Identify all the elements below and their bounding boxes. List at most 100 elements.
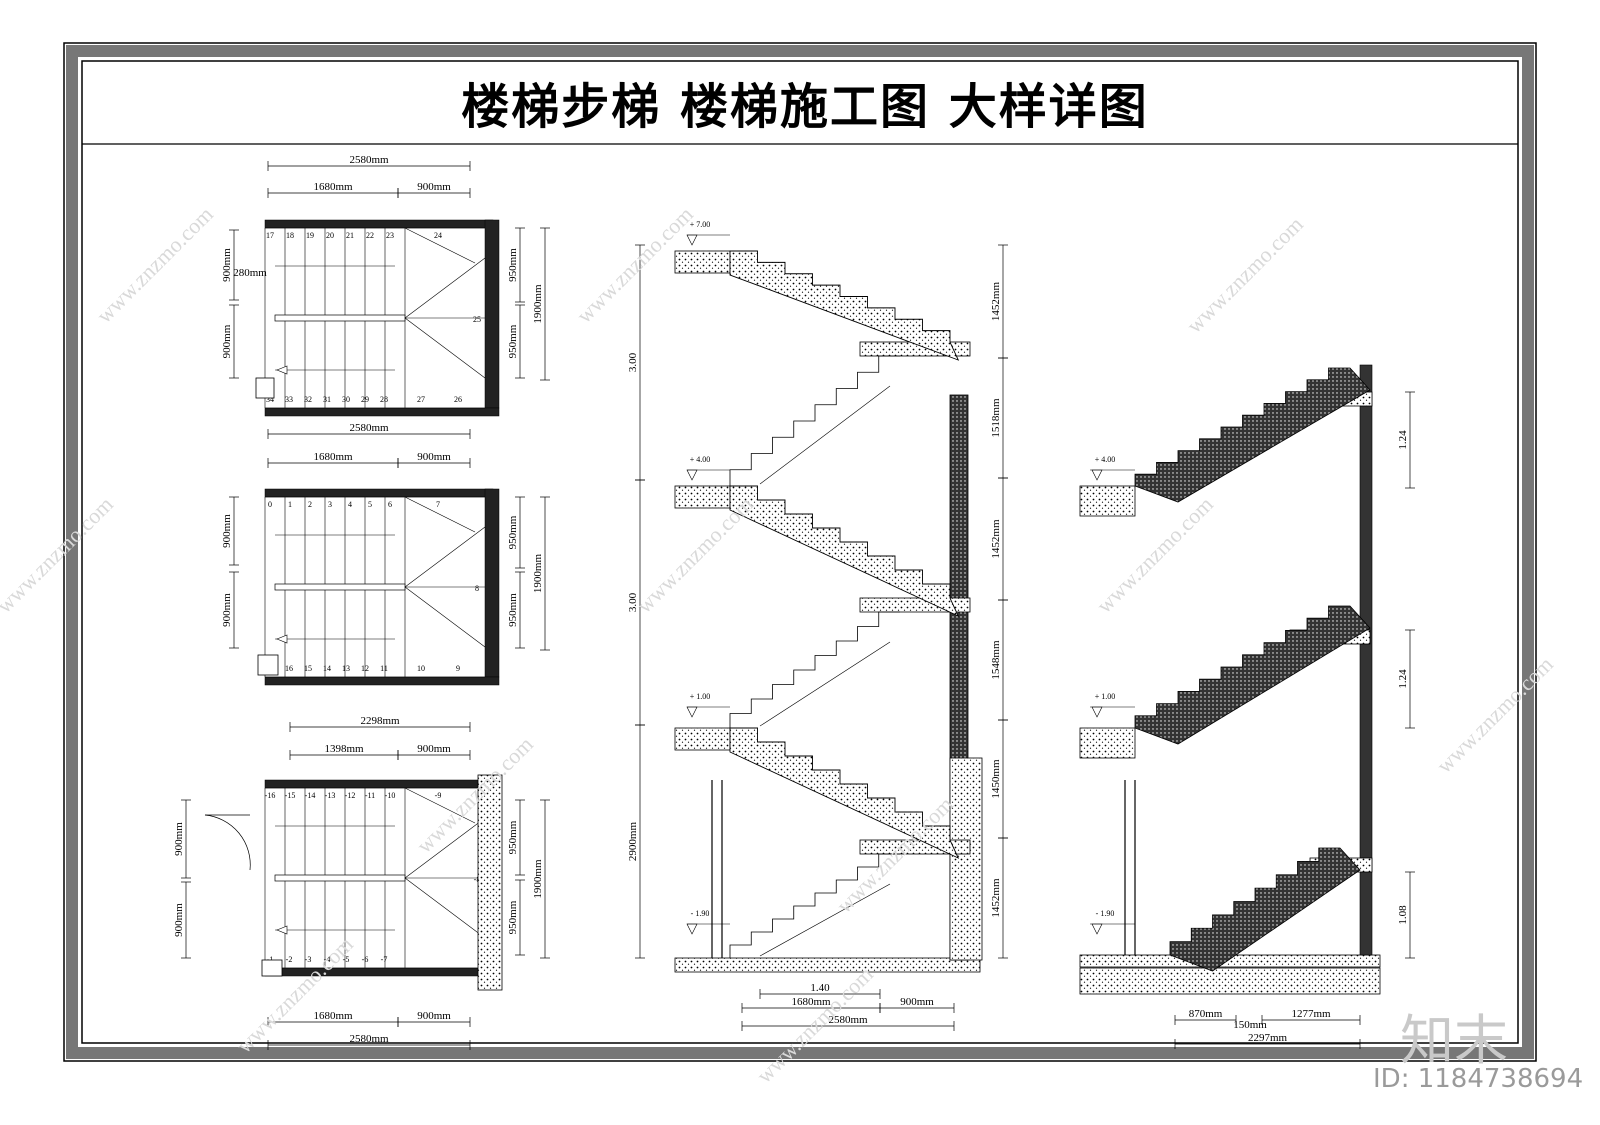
step-number: 6 [388,500,392,509]
level-mark [1091,706,1103,718]
step-number: -4 [324,955,331,964]
section1-dim-right-5: 1450mm [990,759,1002,799]
step-number: -14 [305,791,316,800]
plan3-dim-right-top: 950mm [507,820,519,854]
plan1-dim-left-top: 900mm [221,248,233,282]
winder-line [404,227,476,264]
section2-dim-bottom-c: 1277mm [1291,1008,1331,1020]
plan2-dim-b: 900mm [417,451,451,463]
plan2-dim-right-total: 1900mm [532,554,544,594]
watermark-id: ID: 1184738694 [1373,1064,1584,1094]
step-number: 9 [456,664,460,673]
section1-dim-bottom-total: 2580mm [828,1014,868,1026]
plan-wall-right [484,488,500,678]
section1-flight-up-3 [729,853,900,958]
winder-line [404,496,476,533]
step-number: 17 [266,231,274,240]
plan-wall-top [264,488,494,498]
plan3-dim-total-top: 2298mm [360,715,400,727]
step-number: 25 [473,315,481,324]
step-number: 21 [346,231,354,240]
plan3-dim-b-bottom: 900mm [417,1010,451,1022]
step-number: 24 [434,231,442,240]
plan2-dim-left-bottom: 900mm [221,593,233,627]
step-number: 18 [286,231,294,240]
step-number: 31 [323,395,331,404]
winder-line [404,817,486,879]
handrail [274,314,406,322]
step-number: 13 [342,664,350,673]
plan2-dim-total: 2580mm [349,422,389,434]
plan2-dim-a: 1680mm [313,451,353,463]
plan1-dim-a: 1680mm [313,181,353,193]
plan3-dim-left-bottom: 900mm [173,903,185,937]
step-number: 23 [386,231,394,240]
section1-ground-slab [674,957,981,973]
plan3-dim-b-top: 900mm [417,743,451,755]
plan-wall-bottom [264,676,500,686]
section2-dim-bottom-b: 150mm [1233,1019,1267,1031]
step-number: 12 [361,664,369,673]
step-number: 8 [475,584,479,593]
step-number: 32 [304,395,312,404]
step-number: 4 [348,500,352,509]
section1-dim-right-6: 1452mm [990,878,1002,918]
section1-dim-left-3: 2900mm [627,822,639,862]
plan3-concrete-wall [477,774,503,991]
step-number: 11 [380,664,388,673]
plan1-dim-right-top: 950mm [507,248,519,282]
step-number: 34 [266,395,274,404]
plan-wall-right [484,219,500,409]
plan3-dim-left-top: 900mm [173,822,185,856]
level-mark [1091,923,1103,935]
step-number: -6 [362,955,369,964]
plan3-dim-right-total: 1900mm [532,859,544,899]
section1-dim-right-2: 1518mm [990,398,1002,438]
section-slab-line [759,883,891,957]
step-number: 1 [288,500,292,509]
section1-flight-down-2 [729,485,960,617]
plan-wall-bottom [264,407,500,417]
door-swing [204,814,251,871]
drawing-title: 楼梯步梯 楼梯施工图 大样详图 [461,79,1149,135]
plan-wall-top [264,219,494,229]
section1-level-label: + 7.00 [690,220,711,229]
plan2-dim-right-bottom: 950mm [507,593,519,627]
winder-line [404,787,476,824]
section2-landing-mid [1079,727,1136,759]
section1-dim-left-1: 3.00 [627,352,639,372]
step-number: 7 [436,500,440,509]
section2-dim-right-2: 1.24 [1397,669,1409,689]
plan1-dim-total: 2580mm [349,154,389,166]
plan1-column [255,377,275,399]
step-number: 20 [326,231,334,240]
section2-right-wall [1359,364,1373,956]
section1-dim-right-4: 1548mm [990,640,1002,680]
section2-dim-bottom-total: 2297mm [1248,1032,1288,1044]
step-number: 14 [323,664,331,673]
plan1-dim-left-bottom: 900mm [221,324,233,358]
section2-ground-slab [1079,967,1381,995]
section1-flight-down-3 [729,727,960,859]
level-mark [1091,469,1103,481]
section1-level-label: + 4.00 [690,455,711,464]
winder-line [404,877,486,939]
section1-dim-right-1: 1452mm [990,282,1002,322]
step-number: 0 [268,500,272,509]
step-number: 3 [328,500,332,509]
winder-line [404,257,486,319]
section1-flight-up-2 [729,611,900,728]
plan-wall-top [264,779,494,789]
step-number: -8 [474,875,481,884]
section1-landing-top [674,250,731,274]
section2-landing-top [1079,485,1136,517]
section1-level-label: - 1.90 [691,909,710,918]
watermark-logo: 知末 [1400,1009,1508,1072]
plan2-column [257,654,279,676]
step-number: 30 [342,395,350,404]
section2-flight-2 [1134,605,1371,745]
winder-line [404,317,486,379]
plan1-dim-tread: 280mm [233,267,267,279]
step-number: -9 [435,791,442,800]
